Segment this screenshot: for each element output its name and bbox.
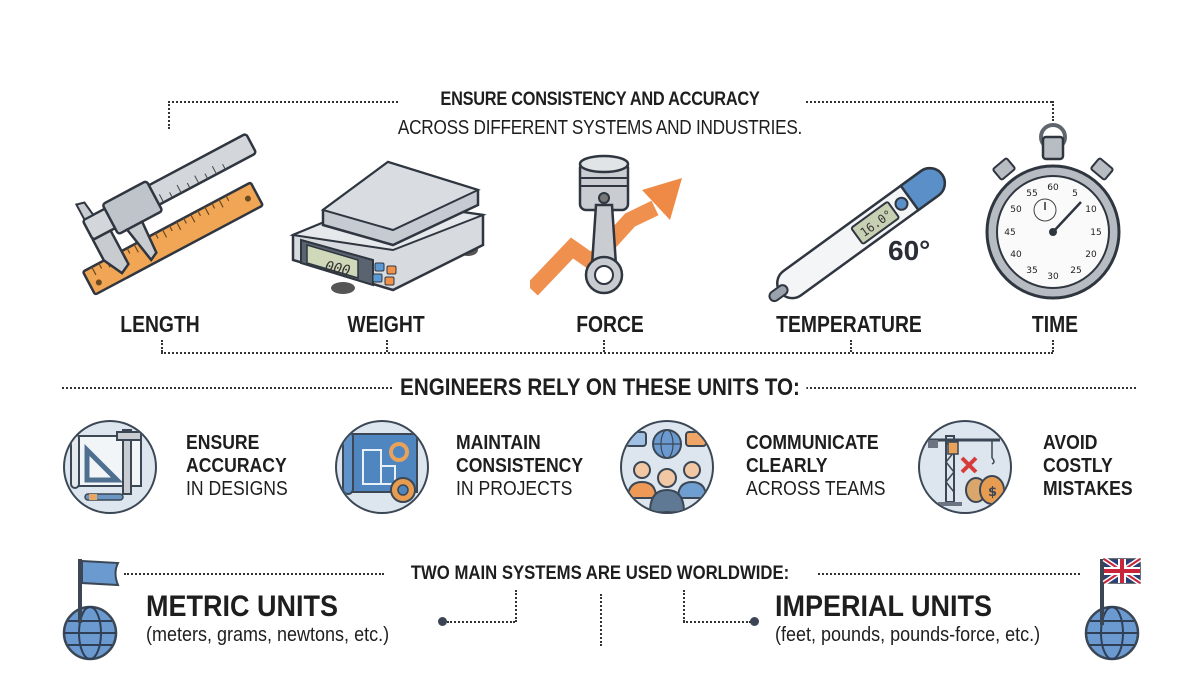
units-bracket: [161, 352, 1053, 354]
svg-text:55: 55: [1026, 189, 1037, 199]
imperial-units-examples: (feet, pounds, pounds-force, etc.): [775, 624, 1041, 646]
benefit-line: MISTAKES: [1043, 478, 1133, 500]
svg-text:30: 30: [1047, 272, 1059, 282]
svg-text:60: 60: [1047, 183, 1059, 193]
header-connector-right-drop: [1052, 101, 1054, 121]
header-connector-left: [168, 101, 398, 103]
svg-text:45: 45: [1004, 228, 1015, 238]
bracket-tick-length: [161, 340, 163, 352]
svg-text:20: 20: [1085, 250, 1097, 260]
benefit-line: MAINTAIN: [456, 432, 541, 454]
benefit-line: COMMUNICATE: [746, 432, 879, 454]
svg-text:$: $: [988, 485, 997, 500]
thermometer-icon: 16.0° 60°: [740, 155, 970, 305]
temperature-reading: 60°: [888, 235, 931, 266]
blueprint-tools-icon: [63, 420, 157, 514]
imperial-connector-riser: [683, 590, 685, 622]
metric-connector-line: [447, 621, 515, 623]
benefit-maintain-consistency: MAINTAIN CONSISTENCY IN PROJECTS: [456, 432, 583, 501]
piston-arrow-icon: [526, 150, 690, 300]
digital-scale-icon: 000: [283, 150, 493, 300]
metric-connector-riser: [515, 590, 517, 622]
svg-text:35: 35: [1026, 266, 1037, 276]
imperial-connector-line: [683, 621, 751, 623]
unit-label-weight: WEIGHT: [347, 311, 425, 337]
imperial-connector-dot: [750, 617, 759, 626]
bracket-tick-weight: [386, 340, 388, 352]
metric-units-examples: (meters, grams, newtons, etc.): [146, 624, 390, 646]
benefit-line: ACROSS TEAMS: [746, 478, 886, 500]
benefit-line: AVOID: [1043, 432, 1098, 454]
benefit-line: CLEARLY: [746, 455, 828, 477]
benefit-line: IN DESIGNS: [186, 478, 288, 500]
caliper-ruler-icon: [65, 125, 270, 305]
scale-display: 000: [324, 259, 352, 280]
systems-title: TWO MAIN SYSTEMS ARE USED WORLDWIDE:: [410, 563, 790, 584]
unit-label-length: LENGTH: [120, 311, 200, 337]
svg-text:25: 25: [1070, 266, 1081, 276]
benefit-communicate-clearly: COMMUNICATE CLEARLY ACROSS TEAMS: [746, 432, 886, 501]
benefit-avoid-mistakes: AVOID COSTLY MISTAKES: [1043, 432, 1133, 501]
svg-text:5: 5: [1072, 189, 1078, 199]
bracket-tick-temperature: [850, 340, 852, 352]
benefit-line: ACCURACY: [186, 455, 287, 477]
imperial-globe-flag-icon: [1078, 555, 1148, 665]
header-subtitle: ACROSS DIFFERENT SYSTEMS AND INDUSTRIES.: [397, 117, 803, 139]
svg-text:10: 10: [1085, 205, 1097, 215]
bracket-tick-time: [1052, 340, 1054, 352]
benefit-line: CONSISTENCY: [456, 455, 584, 477]
svg-text:15: 15: [1090, 228, 1101, 238]
blueprint-gears-icon: [335, 420, 429, 514]
metric-globe-flag-icon: [58, 555, 128, 665]
metric-units-title: METRIC UNITS: [146, 590, 338, 623]
benefit-ensure-accuracy: ENSURE ACCURACY IN DESIGNS: [186, 432, 288, 501]
benefit-line: IN PROJECTS: [456, 478, 573, 500]
imperial-units-title: IMPERIAL UNITS: [775, 590, 993, 623]
engineers-title: ENGINEERS RELY ON THESE UNITS TO:: [84, 374, 1116, 402]
header-connector-left-drop: [168, 101, 170, 129]
systems-divider-left: [124, 573, 384, 575]
svg-text:40: 40: [1010, 250, 1022, 260]
crane-money-icon: $: [918, 420, 1012, 514]
systems-center-divider: [600, 594, 602, 646]
header-connector-right: [806, 101, 1052, 103]
benefit-line: ENSURE: [186, 432, 260, 454]
metric-connector-dot: [438, 617, 447, 626]
team-communication-icon: [620, 420, 714, 514]
unit-label-temperature: TEMPERATURE: [776, 311, 922, 337]
stopwatch-dial: 60 5 10 15 20 25 30 35 40 45 50 55: [1004, 183, 1101, 282]
uk-flag-icon: [1102, 556, 1142, 586]
bracket-tick-force: [603, 340, 605, 352]
header-title: ENSURE CONSISTENCY AND ACCURACY: [440, 89, 760, 110]
benefit-line: COSTLY: [1043, 455, 1113, 477]
svg-text:50: 50: [1010, 205, 1022, 215]
unit-label-force: FORCE: [576, 311, 644, 337]
systems-divider-right: [818, 573, 1080, 575]
stopwatch-icon: 60 5 10 15 20 25 30 35 40 45 50 55: [983, 122, 1123, 307]
unit-label-time: TIME: [1031, 311, 1079, 337]
